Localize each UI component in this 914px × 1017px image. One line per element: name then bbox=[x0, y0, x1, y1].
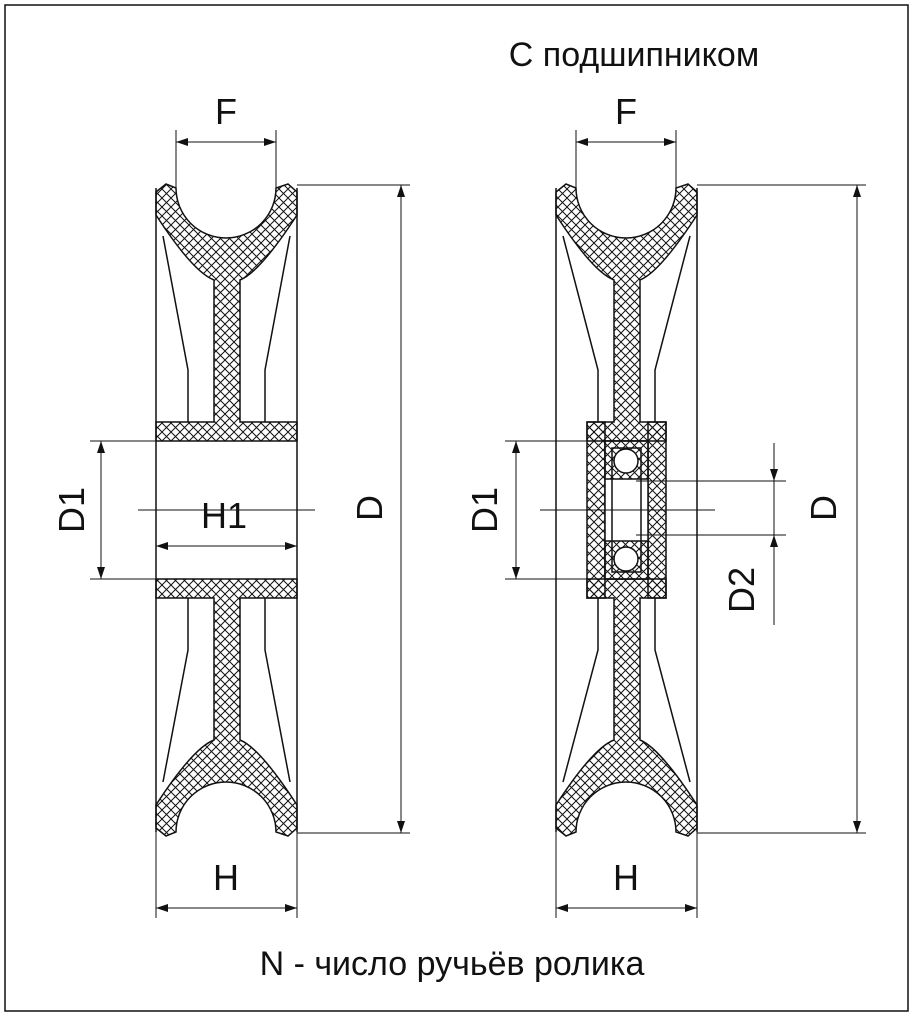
left-label-h: H bbox=[213, 857, 239, 898]
bearing-ball-bottom bbox=[613, 546, 639, 572]
left-dimensions bbox=[90, 130, 410, 918]
right-label-f: F bbox=[615, 91, 637, 132]
left-label-d1: D1 bbox=[51, 487, 92, 533]
right-label-d1: D1 bbox=[464, 487, 505, 533]
title: С подшипником bbox=[509, 36, 759, 74]
right-dimensions bbox=[505, 130, 866, 918]
left-label-f: F bbox=[215, 91, 237, 132]
left-label-d: D bbox=[349, 495, 390, 521]
left-pulley-section bbox=[155, 183, 298, 837]
right-label-d: D bbox=[803, 495, 844, 521]
caption: N - число ручьёв ролика bbox=[260, 945, 645, 983]
right-label-d2: D2 bbox=[721, 567, 762, 613]
left-label-h1: H1 bbox=[201, 495, 247, 536]
right-label-h: H bbox=[613, 857, 639, 898]
bearing-ball-top bbox=[613, 448, 639, 474]
drawing-frame bbox=[4, 4, 909, 1012]
